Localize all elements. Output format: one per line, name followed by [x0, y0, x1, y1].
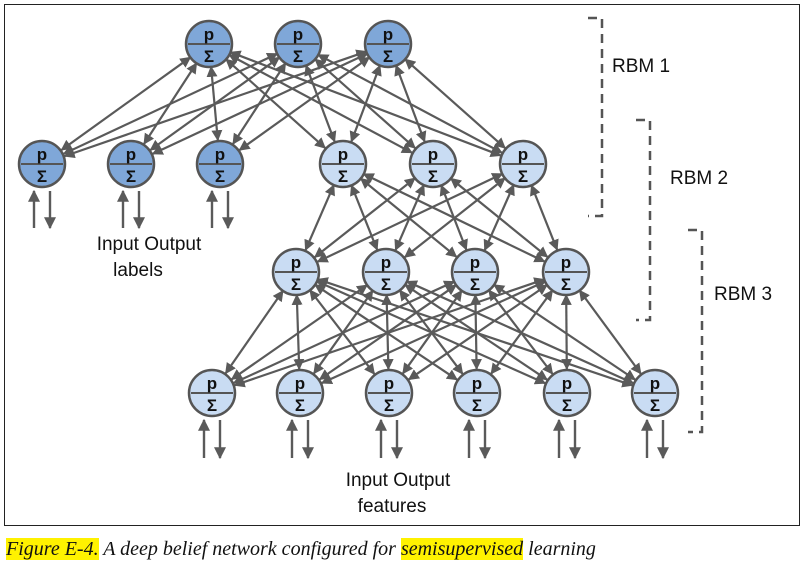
- unit-probability-symbol: p: [126, 145, 136, 164]
- rbm2-connection: [304, 184, 335, 252]
- unit-node: pΣ: [273, 19, 323, 69]
- rbm-1-bracket: [688, 228, 704, 434]
- rbm3-connection: [62, 52, 279, 155]
- unit-node: pΣ: [363, 19, 413, 69]
- unit-sum-symbol: Σ: [472, 396, 482, 415]
- unit-node: pΣ: [450, 247, 500, 297]
- caption-highlight: semisupervised: [400, 538, 524, 560]
- unit-probability-symbol: p: [650, 374, 660, 393]
- rbm2-connection: [530, 184, 559, 251]
- unit-node: pΣ: [318, 139, 368, 189]
- rbm1-connection: [232, 280, 456, 384]
- input-output-arrows: [28, 189, 669, 460]
- features-io-line1: Input Output: [346, 470, 451, 491]
- unit-node: pΣ: [184, 19, 234, 69]
- unit-probability-symbol: p: [37, 145, 47, 164]
- unit-probability-symbol: p: [470, 253, 480, 272]
- rbm3-connection: [225, 58, 326, 149]
- unit-sum-symbol: Σ: [384, 396, 394, 415]
- unit-sum-symbol: Σ: [428, 167, 438, 186]
- unit-probability-symbol: p: [204, 25, 214, 44]
- unit-probability-symbol: p: [428, 145, 438, 164]
- rbm-2-bracket: [636, 118, 652, 322]
- caption-text-a: A deep belief network configured for: [103, 538, 396, 560]
- rbm-1-label: RBM 3: [714, 284, 772, 305]
- unit-probability-symbol: p: [295, 374, 305, 393]
- connection-arrows: [60, 49, 642, 388]
- rbm3-connection: [349, 64, 382, 143]
- rbm1-connection: [493, 283, 636, 381]
- rbm-3-label: RBM 1: [612, 56, 670, 77]
- rbm3-connection: [394, 64, 427, 143]
- rbm-3-bracket: [588, 16, 604, 218]
- unit-sum-symbol: Σ: [562, 396, 572, 415]
- unit-probability-symbol: p: [215, 145, 225, 164]
- unit-probability-symbol: p: [383, 25, 393, 44]
- rbm3-connection: [238, 56, 371, 151]
- rbm2-connection: [403, 177, 506, 259]
- rbm1-connection: [560, 293, 573, 371]
- figure-ref: Figure E-4.: [6, 538, 99, 560]
- unit-probability-symbol: p: [293, 25, 303, 44]
- unit-node: pΣ: [195, 139, 245, 189]
- unit-sum-symbol: Σ: [518, 167, 528, 186]
- unit-node: pΣ: [498, 139, 548, 189]
- rbm1-connection: [490, 289, 554, 375]
- unit-probability-symbol: p: [561, 253, 571, 272]
- figure-frame: [4, 4, 800, 526]
- unit-node: pΣ: [275, 368, 325, 418]
- unit-sum-symbol: Σ: [291, 275, 301, 294]
- unit-node: pΣ: [187, 368, 237, 418]
- unit-sum-symbol: Σ: [295, 396, 305, 415]
- features-io-line2: features: [358, 496, 427, 517]
- unit-node: pΣ: [361, 247, 411, 297]
- unit-node: pΣ: [408, 139, 458, 189]
- unit-node: pΣ: [541, 247, 591, 297]
- labels-io-line1: Input Output: [97, 234, 202, 255]
- unit-sum-symbol: Σ: [215, 167, 225, 186]
- rbm-brackets: [588, 16, 704, 434]
- unit-node: pΣ: [630, 368, 680, 418]
- rbm2-connection: [313, 177, 416, 259]
- caption-text-b: learning: [528, 538, 596, 560]
- unit-sum-symbol: Σ: [650, 396, 660, 415]
- unit-sum-symbol: Σ: [338, 167, 348, 186]
- unit-node: pΣ: [271, 247, 321, 297]
- unit-probability-symbol: p: [381, 253, 391, 272]
- unit-node: pΣ: [452, 368, 502, 418]
- unit-probability-symbol: p: [562, 374, 572, 393]
- unit-probability-symbol: p: [207, 374, 217, 393]
- unit-sum-symbol: Σ: [126, 167, 136, 186]
- rbm2-connection: [483, 184, 515, 252]
- unit-sum-symbol: Σ: [470, 275, 480, 294]
- unit-sum-symbol: Σ: [204, 47, 214, 66]
- unit-sum-symbol: Σ: [37, 167, 47, 186]
- figure-caption: Figure E-4. A deep belief network config…: [6, 534, 596, 564]
- unit-node: pΣ: [542, 368, 592, 418]
- rbm3-connection: [404, 58, 506, 149]
- unit-node: pΣ: [364, 368, 414, 418]
- unit-sum-symbol: Σ: [383, 47, 393, 66]
- unit-node: pΣ: [17, 139, 67, 189]
- rbm-2-label: RBM 2: [670, 168, 728, 189]
- unit-probability-symbol: p: [291, 253, 301, 272]
- unit-sum-symbol: Σ: [207, 396, 217, 415]
- unit-node: pΣ: [106, 139, 156, 189]
- unit-probability-symbol: p: [384, 374, 394, 393]
- unit-probability-symbol: p: [518, 145, 528, 164]
- rbm3-connection: [304, 64, 337, 143]
- unit-sum-symbol: Σ: [561, 275, 571, 294]
- unit-sum-symbol: Σ: [293, 47, 303, 66]
- labels-io-line2: labels: [113, 260, 163, 281]
- unit-probability-symbol: p: [472, 374, 482, 393]
- rbm1-connection: [224, 289, 284, 375]
- unit-sum-symbol: Σ: [381, 275, 391, 294]
- rbm1-connection: [578, 289, 642, 375]
- rbm3-connection: [151, 52, 369, 155]
- unit-probability-symbol: p: [338, 145, 348, 164]
